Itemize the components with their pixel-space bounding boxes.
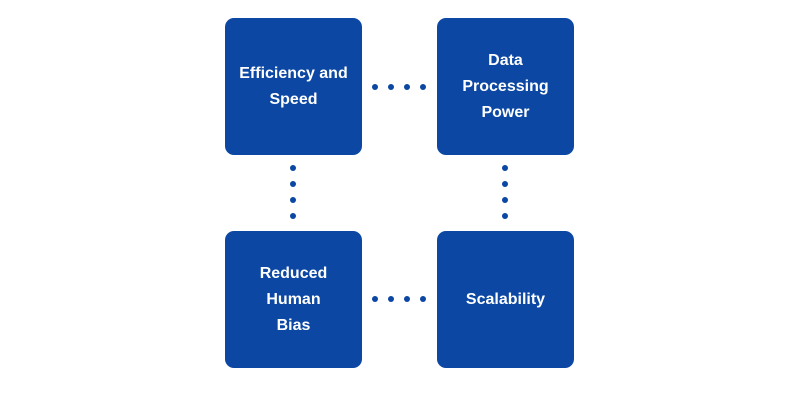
connector-dot <box>502 213 508 219</box>
connector-dot <box>290 213 296 219</box>
box-label: Data Processing Power <box>462 51 549 121</box>
connector-dot <box>420 84 426 90</box>
connector-dot <box>290 165 296 171</box>
connector-dot <box>404 296 410 302</box>
box-label: Efficiency and Speed <box>239 64 348 108</box>
box-data-processing-power: Data Processing Power <box>437 18 574 155</box>
connector-dot <box>388 296 394 302</box>
connector-dot <box>290 197 296 203</box>
connector-dot <box>502 165 508 171</box>
connector-dot <box>404 84 410 90</box>
box-label: Scalability <box>465 290 546 308</box>
connector-dot <box>502 197 508 203</box>
box-efficiency-and-speed: Efficiency and Speed <box>225 18 362 155</box>
box-label: Reduced Human Bias <box>259 264 328 334</box>
connector-dot <box>290 181 296 187</box>
connector-dot <box>420 296 426 302</box>
connector-dot <box>388 84 394 90</box>
connector-dot <box>502 181 508 187</box>
connector-dot <box>372 296 378 302</box>
connector-dot <box>372 84 378 90</box>
box-reduced-human-bias: Reduced Human Bias <box>225 231 362 368</box>
box-scalability: Scalability <box>437 231 574 368</box>
